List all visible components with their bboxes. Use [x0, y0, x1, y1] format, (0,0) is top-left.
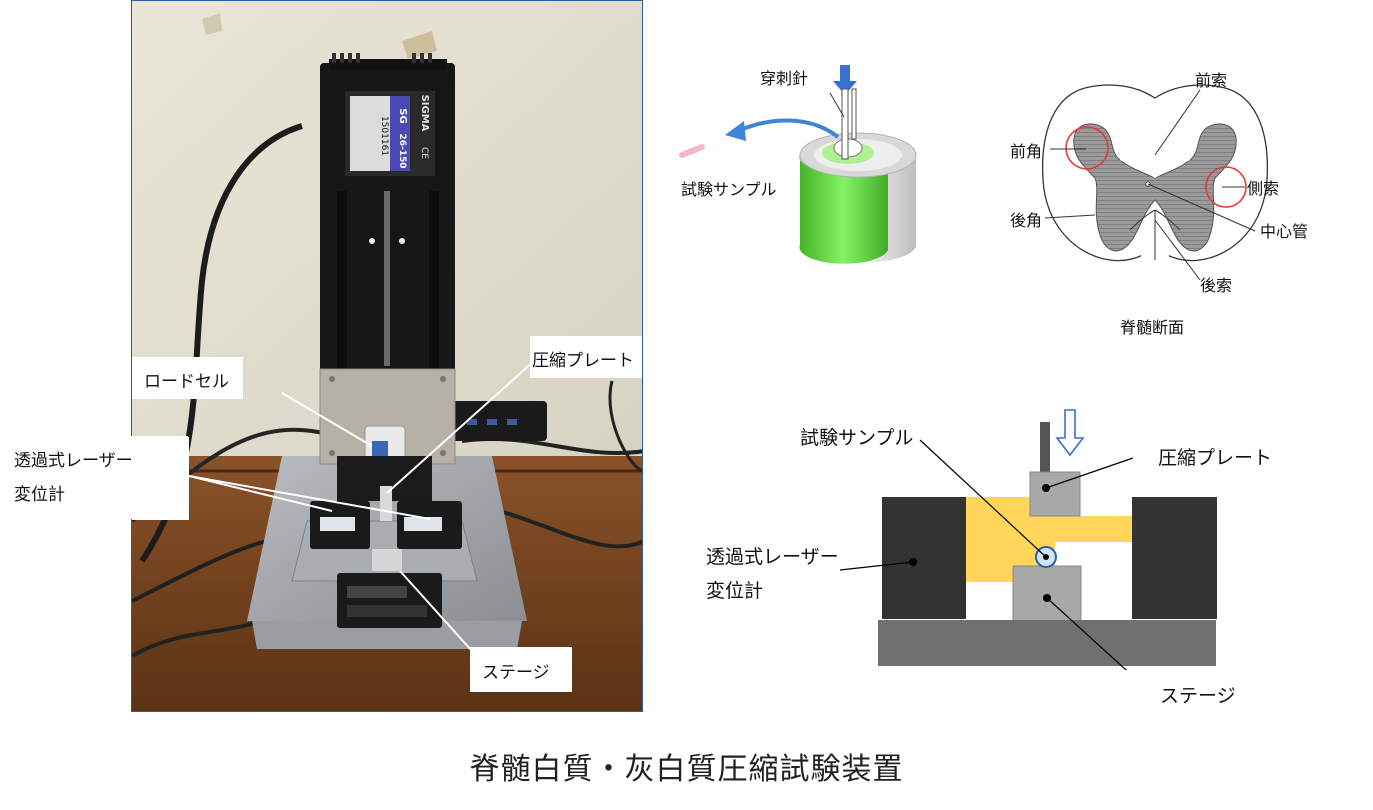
- callout-laser-gauge-line1: 透過式レーザー: [14, 451, 133, 471]
- schematic-label-laser: 透過式レーザー 変位計: [706, 540, 839, 608]
- label-anterior-horn: 前角: [1010, 142, 1043, 161]
- tape-piece: [402, 31, 437, 59]
- label-central-canal: 中心管: [1260, 222, 1309, 241]
- callout-stage: ステージ: [470, 647, 572, 692]
- cross-section-title: 脊髄断面: [1120, 318, 1185, 337]
- anterior-commissure: [1120, 146, 1190, 178]
- device-serial: 1501161: [379, 116, 389, 156]
- lead-screw: [384, 191, 390, 366]
- heat-sink: [332, 53, 432, 63]
- schematic-label-laser-line1: 透過式レーザー: [706, 546, 839, 568]
- schematic-rod: [1040, 422, 1050, 472]
- callout-laser-gauge: 透過式レーザー 変位計: [0, 436, 188, 519]
- stage-photo: [372, 549, 402, 571]
- cross-section-leaders: [1044, 89, 1256, 281]
- schematic-stage: [1012, 565, 1082, 622]
- base-plate: [252, 621, 522, 649]
- schematic-sensor-right: [1132, 497, 1217, 619]
- press-arrow-icon: [833, 65, 857, 95]
- tape-piece: [202, 13, 222, 35]
- photo-leader-lines: [188, 360, 535, 652]
- label-anterior-funiculus: 前索: [1195, 71, 1228, 90]
- figure-caption: 脊髄白質・灰白質圧縮試験装置: [469, 752, 904, 787]
- device-ce-mark: CE: [419, 147, 429, 159]
- schematic-sensor-left: [882, 497, 966, 619]
- schematic-base: [878, 620, 1216, 666]
- anterior-horn-marker: [1065, 126, 1109, 170]
- label-posterior-horn: 後角: [1010, 211, 1043, 230]
- schematic-label-stage: ステージ: [1160, 685, 1236, 707]
- schematic-label-sample: 試験サンプル: [800, 427, 914, 449]
- schematic-label-laser-line2: 変位計: [706, 580, 764, 602]
- schematic-diagram: [840, 409, 1217, 670]
- needle-label: 穿刺針: [760, 69, 809, 88]
- callout-laser-gauge-line2: 変位計: [14, 485, 65, 505]
- lateral-funiculus-marker: [1205, 166, 1247, 208]
- cable: [608, 380, 642, 472]
- sample-label-top: 試験サンプル: [681, 180, 777, 199]
- callout-compression-plate: 圧縮プレート: [530, 336, 642, 378]
- device-brand: SIGMA: [419, 95, 430, 132]
- sample-stick: [679, 144, 705, 158]
- apparatus-photo-drawing: 1501161 SG 26-150 SIGMA CE: [132, 1, 642, 711]
- extract-arrow-icon: [725, 121, 746, 141]
- callout-load-cell: ロードセル: [132, 357, 243, 399]
- schematic-press-arrow-icon: [1055, 409, 1085, 457]
- controller-box: [452, 401, 547, 441]
- spinal-cross-section: [1041, 84, 1269, 281]
- schematic-label-plate: 圧縮プレート: [1158, 447, 1273, 469]
- label-lateral-funiculus: 側索: [1247, 179, 1280, 198]
- needle-figure: [679, 65, 917, 264]
- device-model-a: SG: [397, 108, 408, 123]
- label-posterior-funiculus: 後索: [1200, 276, 1233, 295]
- schematic-beam-right: [1030, 516, 1132, 542]
- schematic-leaders: [840, 439, 1134, 670]
- device-model-b: 26-150: [397, 133, 407, 168]
- apparatus-photo: 1501161 SG 26-150 SIGMA CE: [131, 0, 643, 712]
- cup-green-layer: [799, 155, 888, 264]
- needle-icon: [841, 88, 849, 160]
